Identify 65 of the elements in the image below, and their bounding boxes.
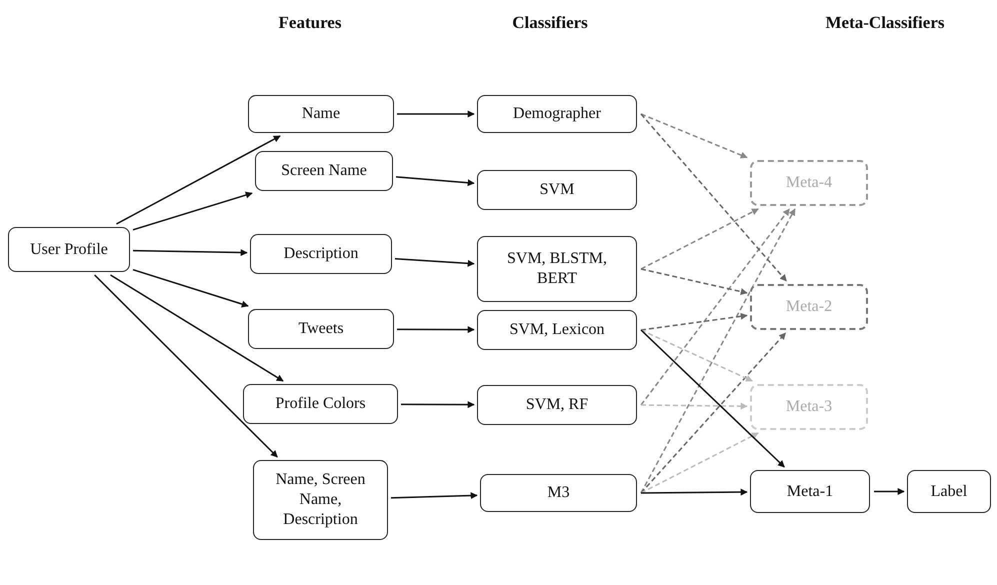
- arrow: [640, 312, 748, 331]
- arrow: [390, 492, 478, 500]
- box-text: M3: [547, 483, 570, 503]
- box-text: Meta-1: [786, 482, 834, 502]
- arrow: [640, 208, 759, 270]
- box-text: Profile Colors: [275, 394, 366, 414]
- process-box: [243, 384, 398, 424]
- arrow: [110, 274, 284, 382]
- box-text: SVM, Lexicon: [509, 320, 605, 340]
- box-text: SVM, RF: [526, 395, 588, 415]
- arrow: [94, 274, 278, 458]
- column-heading: Meta-Classifiers: [826, 12, 944, 34]
- arrow: [132, 268, 249, 308]
- box-text: Demographer: [513, 104, 601, 124]
- process-box: [253, 460, 388, 540]
- box-text: Name: [302, 104, 340, 124]
- arrow: [640, 208, 790, 406]
- box-text: Screen Name: [281, 161, 367, 181]
- arrow: [640, 114, 787, 282]
- arrow: [640, 432, 759, 494]
- process-box: [750, 160, 868, 206]
- arrow: [132, 192, 253, 231]
- process-box: [750, 384, 868, 430]
- arrow: [640, 332, 786, 494]
- process-box: [477, 310, 637, 350]
- arrow: [397, 110, 475, 118]
- box-text: Tweets: [298, 319, 344, 339]
- process-box: [480, 474, 637, 512]
- process-box: [255, 151, 393, 191]
- arrow: [640, 208, 796, 494]
- process-box: [8, 227, 130, 272]
- arrow: [874, 488, 905, 495]
- process-box: [477, 236, 637, 302]
- box-text: Name, Screen Name, Description: [274, 470, 366, 530]
- process-box: [750, 470, 870, 513]
- box-text: User Profile: [30, 240, 108, 260]
- process-box: [248, 95, 394, 133]
- arrow: [401, 401, 475, 408]
- arrow: [394, 258, 475, 267]
- process-box: [250, 234, 392, 274]
- arrow: [132, 249, 248, 256]
- column-heading: Features: [278, 12, 342, 34]
- box-text: SVM, BLSTM, BERT: [506, 249, 608, 289]
- box-text: SVM: [540, 180, 574, 200]
- box-text: Label: [930, 482, 968, 502]
- arrow: [640, 402, 748, 410]
- arrow: [640, 113, 748, 158]
- arrow: [640, 268, 748, 295]
- box-text: Meta-4: [786, 173, 832, 193]
- process-box: [248, 309, 394, 349]
- process-box: [907, 470, 991, 513]
- arrow: [396, 176, 475, 186]
- column-heading: Classifiers: [512, 12, 588, 34]
- process-box: [750, 284, 868, 330]
- process-box: [477, 170, 637, 210]
- arrow: [116, 135, 281, 225]
- box-text: Meta-2: [786, 297, 832, 317]
- box-text: Meta-3: [786, 397, 832, 417]
- process-box: [477, 95, 637, 133]
- box-text: Description: [284, 244, 358, 264]
- arrow: [397, 326, 475, 334]
- arrow: [640, 329, 753, 382]
- arrow: [641, 488, 748, 496]
- process-box: [477, 385, 637, 425]
- arrow: [640, 329, 785, 468]
